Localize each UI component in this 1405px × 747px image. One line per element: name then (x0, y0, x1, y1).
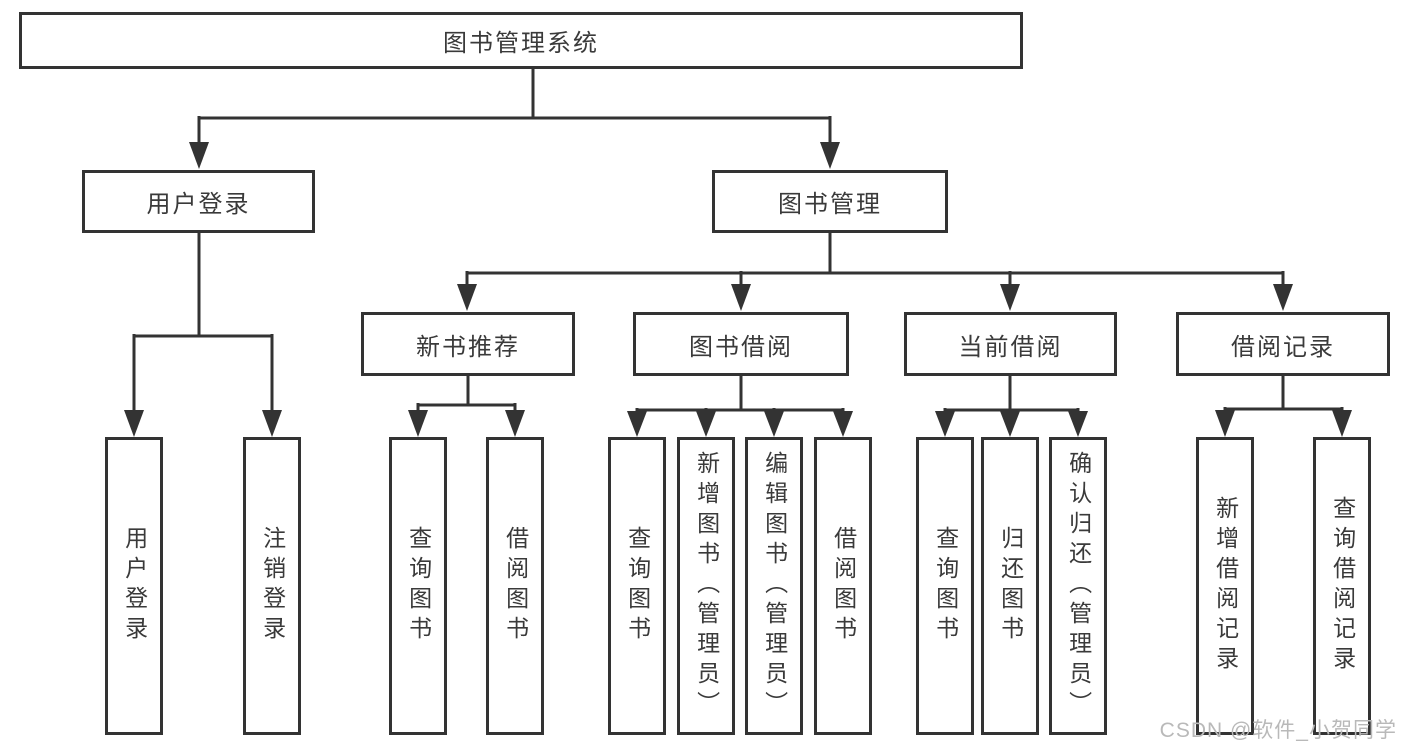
node-label: 新书推荐 (416, 333, 520, 361)
leaf-label: 新增图书（管理员） (693, 451, 720, 721)
arrow-icon (124, 410, 144, 437)
leaf-label: 编辑图书（管理员） (761, 451, 788, 721)
node-user-login: 用户登录 (82, 170, 315, 233)
csdn-watermark: CSDN @软件_小贺同学 (1159, 719, 1397, 742)
leaf-label: 查询图书 (932, 526, 959, 646)
node-label: 图书管理 (778, 191, 882, 218)
leaf-add-borrow-record: 新增借阅记录 (1196, 437, 1254, 735)
connector-bookborrow-to-leaves (635, 376, 845, 414)
arrow-icon (820, 142, 840, 169)
arrow-icon (935, 411, 955, 437)
leaf-label: 新增借阅记录 (1212, 496, 1239, 676)
leaf-label: 查询图书 (405, 526, 432, 646)
leaf-label: 用户登录 (121, 526, 148, 646)
node-label: 用户登录 (146, 191, 251, 218)
leaf-label: 查询图书 (624, 526, 651, 646)
node-label: 图书管理系统 (443, 30, 599, 57)
leaf-borrow-books-recommend: 借阅图书 (486, 437, 544, 735)
arrow-icon (189, 142, 209, 169)
arrow-icon (1273, 284, 1293, 311)
connector-newbook-to-leaves (416, 376, 517, 413)
arrow-icon (627, 411, 647, 437)
leaf-query-books-current: 查询图书 (916, 437, 974, 735)
connector-userlogin-to-leaves (132, 232, 274, 413)
arrow-icon (696, 411, 716, 437)
arrow-icon (833, 411, 853, 437)
leaf-label: 确认归还（管理员） (1065, 451, 1092, 721)
leaf-label: 归还图书 (997, 526, 1024, 646)
arrow-icon (1000, 411, 1020, 437)
arrow-icon (1215, 410, 1235, 437)
leaf-edit-books-admin: 编辑图书（管理员） (745, 437, 803, 735)
arrow-icon (1000, 284, 1020, 311)
leaf-return-books: 归还图书 (981, 437, 1039, 735)
leaf-query-borrow-record: 查询借阅记录 (1313, 437, 1371, 735)
leaf-query-books-recommend: 查询图书 (389, 437, 447, 735)
leaf-label: 查询借阅记录 (1329, 496, 1356, 676)
node-label: 借阅记录 (1231, 333, 1335, 361)
arrow-icon (408, 410, 428, 437)
leaf-query-books-borrow: 查询图书 (608, 437, 666, 735)
connector-bookmgmt-to-level3 (465, 232, 1285, 288)
connector-root-to-level2 (197, 68, 832, 146)
leaf-borrow-books: 借阅图书 (814, 437, 872, 735)
node-borrow-records: 借阅记录 (1176, 312, 1390, 376)
node-current-borrow: 当前借阅 (904, 312, 1117, 376)
leaf-user-login: 用户登录 (105, 437, 163, 735)
arrow-icon (731, 284, 751, 311)
leaf-logout-login: 注销登录 (243, 437, 301, 735)
node-library-management-system: 图书管理系统 (19, 12, 1023, 69)
connector-records-to-leaves (1223, 376, 1344, 413)
node-new-book-recommend: 新书推荐 (361, 312, 575, 376)
arrow-icon (457, 284, 477, 311)
node-label: 图书借阅 (689, 333, 793, 361)
node-book-management: 图书管理 (712, 170, 948, 233)
node-book-borrow: 图书借阅 (633, 312, 849, 376)
arrow-icon (764, 411, 784, 437)
node-label: 当前借阅 (958, 333, 1063, 361)
leaf-label: 借阅图书 (502, 526, 529, 646)
arrow-icon (1068, 411, 1088, 437)
arrow-icon (262, 410, 282, 437)
arrow-icon (1332, 410, 1352, 437)
leaf-add-books-admin: 新增图书（管理员） (677, 437, 735, 735)
leaf-label: 借阅图书 (830, 526, 857, 646)
connector-currentborrow-to-leaves (943, 376, 1080, 414)
arrowheads (124, 142, 1352, 437)
leaf-confirm-return-admin: 确认归还（管理员） (1049, 437, 1107, 735)
arrow-icon (505, 410, 525, 437)
leaf-label: 注销登录 (259, 526, 286, 646)
